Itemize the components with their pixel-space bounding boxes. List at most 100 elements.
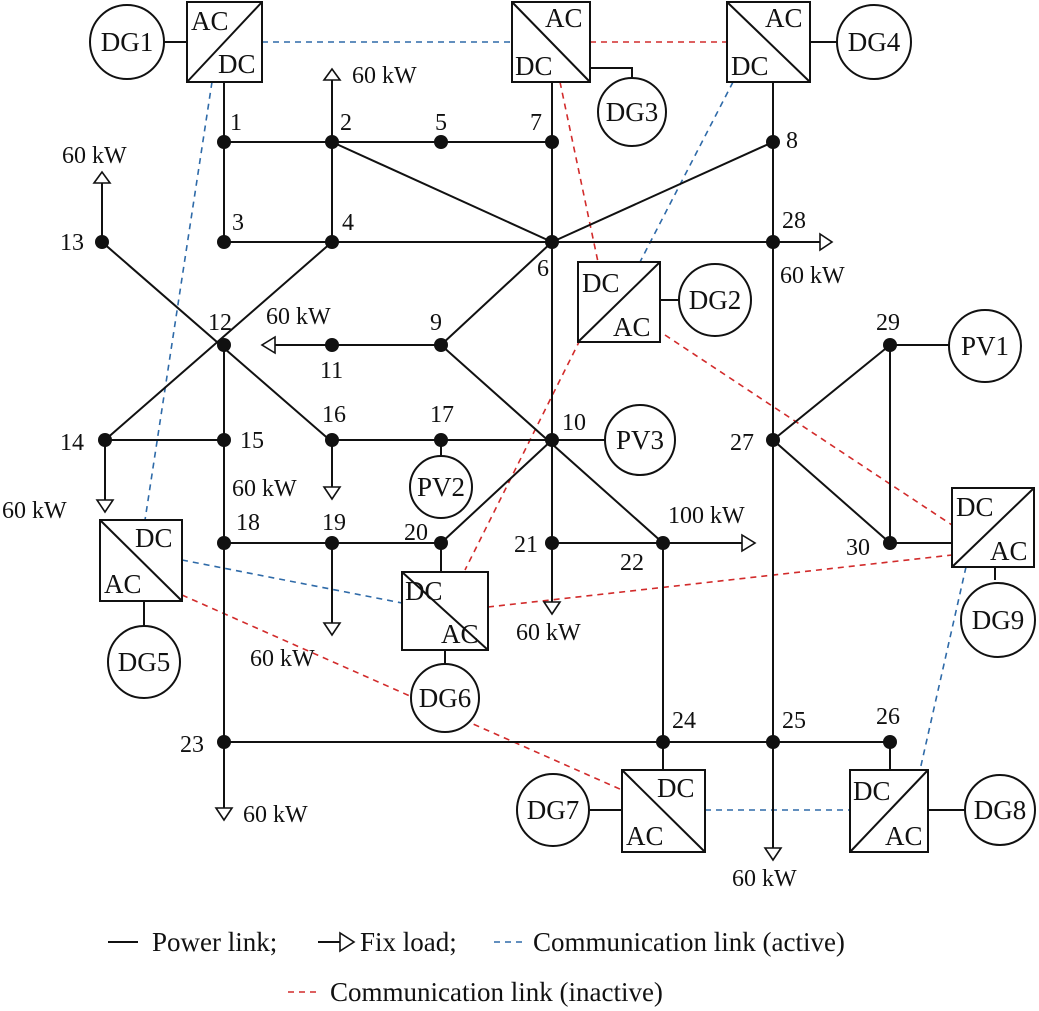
bus-label-27: 27 xyxy=(730,430,754,456)
bus-label-18: 18 xyxy=(236,510,260,536)
bus-node-24 xyxy=(656,735,670,749)
bus-label-23: 23 xyxy=(180,732,204,758)
converter-dc-label: DC xyxy=(515,51,553,81)
bus-node-5 xyxy=(434,135,448,149)
comm-inactive-conv2-conv9 xyxy=(664,334,953,526)
bus-label-11: 11 xyxy=(320,358,343,384)
legend-power-link: Power link; xyxy=(152,927,277,957)
converter-ac-label: AC xyxy=(191,6,229,36)
bus-node-26 xyxy=(883,735,897,749)
svg-text:DG5: DG5 xyxy=(118,647,171,677)
converter-ac-label: AC xyxy=(765,3,803,33)
converter-ac-label: AC xyxy=(545,3,583,33)
converter-9: DC AC xyxy=(951,487,1035,568)
comm-inactive-conv3-conv2 xyxy=(559,81,599,263)
source-pv3: PV3 xyxy=(604,404,676,476)
source-dg6: DG6 xyxy=(410,663,480,733)
legend: Power link; Fix load; Communication link… xyxy=(108,927,845,1007)
legend-comm-inactive: Communication link (inactive) xyxy=(330,977,663,1007)
load-label-16: 60 kW xyxy=(232,476,297,502)
bus-node-1 xyxy=(217,135,231,149)
bus-label-25: 25 xyxy=(782,708,806,734)
legend-load-arrow xyxy=(339,931,356,953)
comm-active-conv4-conv2 xyxy=(639,81,734,263)
source-dg5: DG5 xyxy=(107,625,181,699)
communication-links xyxy=(144,41,967,811)
bus-node-15 xyxy=(217,433,231,447)
source-pv1: PV1 xyxy=(948,309,1022,383)
source-dg2: DG2 xyxy=(678,263,752,337)
load-arrow-14 xyxy=(95,499,115,514)
bus-node-25 xyxy=(766,735,780,749)
bus-label-2: 2 xyxy=(340,110,352,136)
bus-label-3: 3 xyxy=(232,210,244,236)
bus-node-3 xyxy=(217,235,231,249)
bus-label-12: 12 xyxy=(208,310,232,336)
fix-loads xyxy=(92,67,834,862)
load-arrow-21 xyxy=(542,601,562,616)
converter-ac-label: AC xyxy=(990,536,1028,566)
load-label-21: 60 kW xyxy=(516,620,581,646)
svg-text:DG9: DG9 xyxy=(972,605,1025,635)
converter-dc-label: DC xyxy=(956,492,994,522)
load-label-13: 60 kW xyxy=(62,143,127,169)
bus-label-10: 10 xyxy=(562,410,586,436)
bus-node-2 xyxy=(325,135,339,149)
load-labels: 60 kW 60 kW 60 kW 60 kW 60 kW 60 kW 60 k… xyxy=(2,63,845,892)
bus-node-18 xyxy=(217,536,231,550)
bus-label-4: 4 xyxy=(342,210,354,236)
bus-node-11 xyxy=(325,338,339,352)
converter-8: DC AC xyxy=(849,769,929,853)
bus-node-20 xyxy=(434,536,448,550)
load-label-23: 60 kW xyxy=(243,802,308,828)
legend-comm-active: Communication link (active) xyxy=(533,927,845,957)
comm-active-conv1-conv5 xyxy=(144,81,213,521)
bus-node-29 xyxy=(883,338,897,352)
converter-ac-label: AC xyxy=(885,821,923,851)
load-label-11: 60 kW xyxy=(266,304,331,330)
bus-nodes xyxy=(95,135,897,749)
bus-node-7 xyxy=(545,135,559,149)
svg-text:DG7: DG7 xyxy=(527,795,580,825)
converter-7: DC AC xyxy=(621,769,706,853)
svg-text:DG8: DG8 xyxy=(974,795,1027,825)
bus-label-24: 24 xyxy=(672,708,696,734)
load-arrow-11 xyxy=(260,335,276,355)
bus-node-9 xyxy=(434,338,448,352)
svg-text:DG3: DG3 xyxy=(606,97,659,127)
converter-dc-label: DC xyxy=(218,49,256,79)
bus-label-26: 26 xyxy=(876,704,900,730)
bus-node-10 xyxy=(545,433,559,447)
converter-5: DC AC xyxy=(99,519,183,602)
converter-ac-label: AC xyxy=(441,619,479,649)
converters: AC DC AC DC AC DC DC AC DC AC xyxy=(99,1,1035,853)
load-label-2: 60 kW xyxy=(352,63,417,89)
bus-label-15: 15 xyxy=(240,428,264,454)
source-pv2: PV2 xyxy=(409,455,473,519)
bus-labels: 1 2 3 4 5 6 7 8 9 10 11 12 13 14 15 16 1… xyxy=(60,110,900,758)
source-dg7: DG7 xyxy=(516,773,590,847)
bus-label-7: 7 xyxy=(530,110,542,136)
bus-label-5: 5 xyxy=(435,110,447,136)
load-arrow-2 xyxy=(322,67,342,81)
load-arrow-16 xyxy=(322,486,342,501)
converter-dc-label: DC xyxy=(657,773,695,803)
bus-node-6 xyxy=(545,235,559,249)
svg-text:DG4: DG4 xyxy=(848,27,901,57)
converter-4: AC DC xyxy=(726,1,811,83)
load-arrow-28 xyxy=(819,232,834,252)
comm-inactive-conv6-conv9 xyxy=(487,554,953,608)
svg-text:PV1: PV1 xyxy=(961,331,1009,361)
bus-label-16: 16 xyxy=(322,402,346,428)
svg-text:DG1: DG1 xyxy=(101,27,154,57)
source-dg4: DG4 xyxy=(836,4,912,80)
bus-node-13 xyxy=(95,235,109,249)
converter-dc-label: DC xyxy=(405,576,443,606)
bus-node-14 xyxy=(98,433,112,447)
bus-node-23 xyxy=(217,735,231,749)
bus-node-27 xyxy=(766,433,780,447)
bus-label-17: 17 xyxy=(430,402,454,428)
bus-node-22 xyxy=(656,536,670,550)
bus-label-13: 13 xyxy=(60,230,84,256)
